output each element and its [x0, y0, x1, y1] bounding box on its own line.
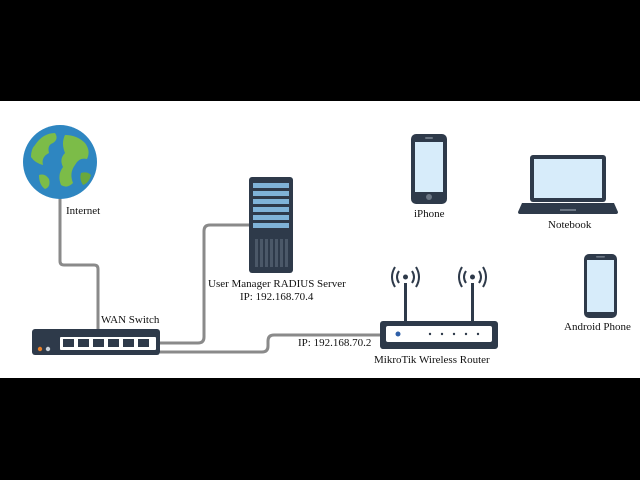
- bottom-letterbox: [0, 378, 640, 480]
- connection-wires: [58, 198, 380, 354]
- android-phone-label: Android Phone: [564, 321, 631, 333]
- router-label: MikroTik Wireless Router: [374, 354, 490, 366]
- switch-icon: [32, 329, 162, 362]
- network-diagram: Internet WAN Switch: [0, 101, 640, 378]
- iphone-label: iPhone: [414, 208, 445, 220]
- laptop-icon: [518, 154, 618, 221]
- globe-icon: [21, 123, 99, 206]
- server-icon: [249, 177, 293, 278]
- wire-internet-switch: [58, 198, 100, 329]
- wire-switch-server: [160, 223, 250, 345]
- wire-switch-router: [160, 333, 380, 354]
- wan-switch-label: WAN Switch: [101, 314, 160, 326]
- router-ip: IP: 192.168.70.2: [298, 337, 372, 349]
- top-letterbox: [0, 0, 640, 101]
- radius-server-ip: IP: 192.168.70.4: [240, 291, 314, 303]
- android-phone-icon: [583, 253, 619, 324]
- router-icon: [378, 261, 500, 358]
- radius-server-label: User Manager RADIUS Server: [208, 278, 346, 290]
- notebook-label: Notebook: [548, 219, 592, 231]
- internet-label: Internet: [66, 205, 101, 217]
- iphone-icon: [410, 133, 450, 210]
